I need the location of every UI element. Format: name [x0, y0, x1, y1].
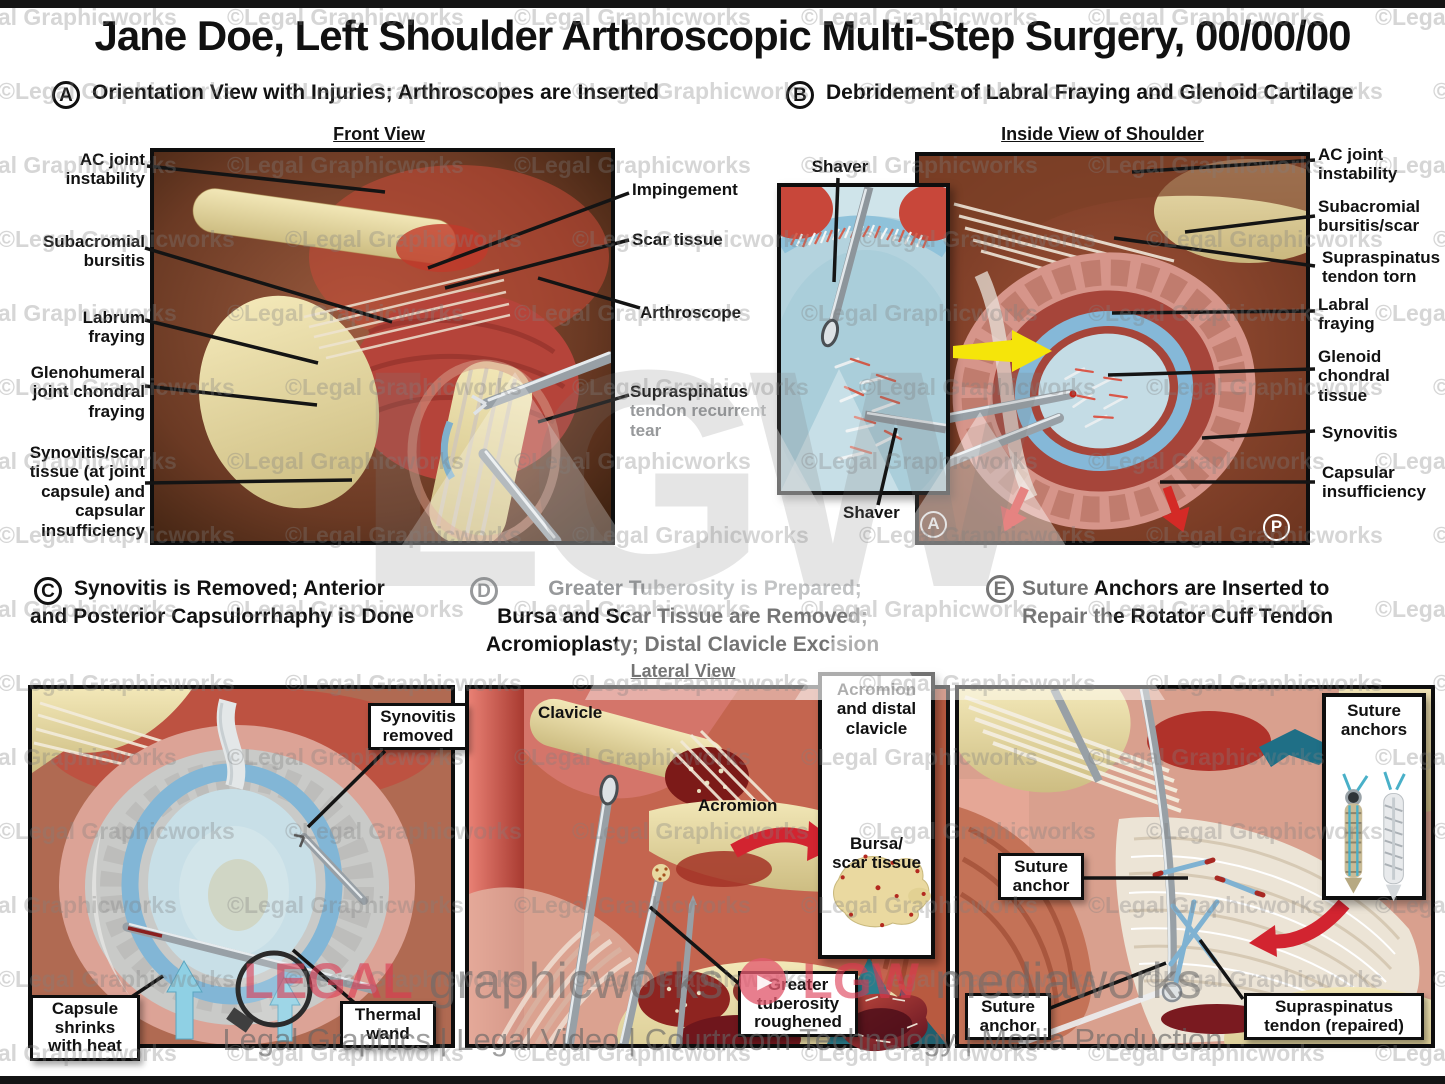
label-suture-anchor-2: Suture anchor	[965, 993, 1051, 1041]
inside-shoulder-art	[919, 156, 1306, 541]
label-b-ac-joint: AC joint instability	[1318, 145, 1398, 184]
labrum-shaver-closeup-art	[781, 187, 946, 491]
section-b-letter: B	[786, 81, 814, 109]
section-e-letter: E	[986, 575, 1014, 603]
label-acromion: Acromion	[698, 796, 778, 815]
section-d-heading-line2: Bursa and Scar Tissue are Removed;	[497, 605, 868, 628]
watermark-tile: ©Legal Graphicworks	[1433, 374, 1445, 400]
bottom-border-bar	[0, 1076, 1445, 1084]
label-greater-tuberosity: Greater tuberosity roughened	[738, 971, 858, 1038]
section-a-letter: A	[52, 81, 80, 109]
page-title: Jane Doe, Left Shoulder Arthroscopic Mul…	[94, 12, 1352, 59]
top-border-bar	[0, 0, 1445, 8]
view-title-front: Front View	[333, 124, 425, 144]
front-view-shoulder-art	[154, 152, 611, 541]
panel-b-inset-illustration	[777, 183, 950, 495]
section-e-heading-line2: Repair the Rotator Cuff Tendon	[1022, 605, 1334, 628]
view-title-inside: Inside View of Shoulder	[1001, 124, 1204, 144]
section-c-heading-line1: Synovitis is Removed; Anterior	[74, 577, 385, 600]
watermark-tile: ©Legal Graphicworks	[1433, 78, 1445, 104]
label-b-subacromial: Subacromial bursitis/scar	[1318, 197, 1421, 236]
label-impingement: Impingement	[632, 180, 738, 199]
panel-e-inset: Suture anchors	[1322, 693, 1426, 902]
label-b-synovitis: Synovitis	[1322, 423, 1398, 442]
section-d-heading-line3: Acromioplasty; Distal Clavicle Excision	[485, 633, 880, 656]
label-b-capsular-insufficiency: Capsular insufficiency	[1322, 463, 1426, 502]
label-scar-tissue: Scar tissue	[632, 230, 723, 249]
label-synovitis-scar-tissue: Synovitis/scar tissue (at joint capsule)…	[29, 443, 145, 540]
view-title-lateral: Lateral View	[630, 661, 736, 681]
label-labrum-fraying: Labrum fraying	[82, 308, 145, 347]
label-shaver-top: Shaver	[811, 157, 869, 176]
label-b-labral-fraying: Labral fraying	[1318, 295, 1375, 334]
section-d-letter: D	[470, 577, 498, 605]
capsulorrhaphy-art	[32, 689, 451, 1044]
inset-title-acromion-distal-clavicle: Acromion and distal clavicle	[836, 680, 917, 738]
section-e-heading-line1: Suture Anchors are Inserted to	[1022, 577, 1330, 600]
section-d-heading-line1: Greater Tuberosity is Prepared;	[548, 577, 862, 600]
label-arthroscope: Arthroscope	[640, 303, 742, 322]
label-supraspinatus-repaired: Supraspinatus tendon (repaired)	[1244, 993, 1424, 1041]
label-supraspinatus-tear-rest: tendon recurrent tear	[630, 401, 767, 440]
label-ac-joint-instability: AC joint instability	[65, 150, 145, 189]
label-shaver-bottom: Shaver	[843, 503, 900, 522]
label-synovitis-removed: Synovitis removed	[368, 703, 468, 751]
label-glenohumeral-chondral-fraying: Glenohumeral joint chondral fraying	[30, 363, 145, 421]
label-clavicle: Clavicle	[538, 703, 603, 722]
watermark-tile: ©Legal Graphicworks	[1433, 522, 1445, 548]
panel-c-illustration	[28, 685, 455, 1048]
label-b-glenoid-chondral: Glenoid chondral tissue	[1318, 347, 1390, 405]
label-b-supraspinatus-torn: Supraspinatus tendon torn	[1322, 248, 1441, 287]
marker-posterior: P	[1263, 514, 1290, 541]
section-a-heading: Orientation View with Injuries; Arthrosc…	[92, 81, 660, 104]
watermark-tile: ©Legal Graphicworks	[1375, 300, 1445, 326]
panel-b-illustration	[915, 152, 1310, 545]
section-b-heading: Debridement of Labral Fraying and Glenoi…	[826, 81, 1354, 104]
label-suture-anchor-1: Suture anchor	[998, 853, 1084, 901]
label-capsule-shrinks: Capsule shrinks with heat	[30, 995, 140, 1062]
watermark-tile: ©Legal Graphicworks	[1375, 596, 1445, 622]
inset-title-suture-anchors: Suture anchors	[1340, 701, 1408, 740]
label-supraspinatus-tear-line1: Supraspinatus	[630, 382, 749, 401]
section-c-letter: C	[34, 577, 62, 605]
acromion-clavicle-fragment-art	[833, 854, 931, 928]
label-thermal-wand: Thermal wand	[340, 1001, 436, 1049]
label-subacromial-bursitis: Subacromial bursitis	[42, 232, 145, 271]
marker-anterior: A	[920, 511, 947, 538]
inset-title-bursa-scar: Bursa/ scar tissue	[832, 834, 921, 873]
section-c-heading-line2: and Posterior Capsulorrhaphy is Done	[30, 605, 414, 628]
suture-anchors-art	[1342, 771, 1406, 902]
panel-d-inset: Acromion and distal clavicle Bursa/ scar…	[818, 672, 935, 1052]
panel-a-illustration	[150, 148, 615, 545]
